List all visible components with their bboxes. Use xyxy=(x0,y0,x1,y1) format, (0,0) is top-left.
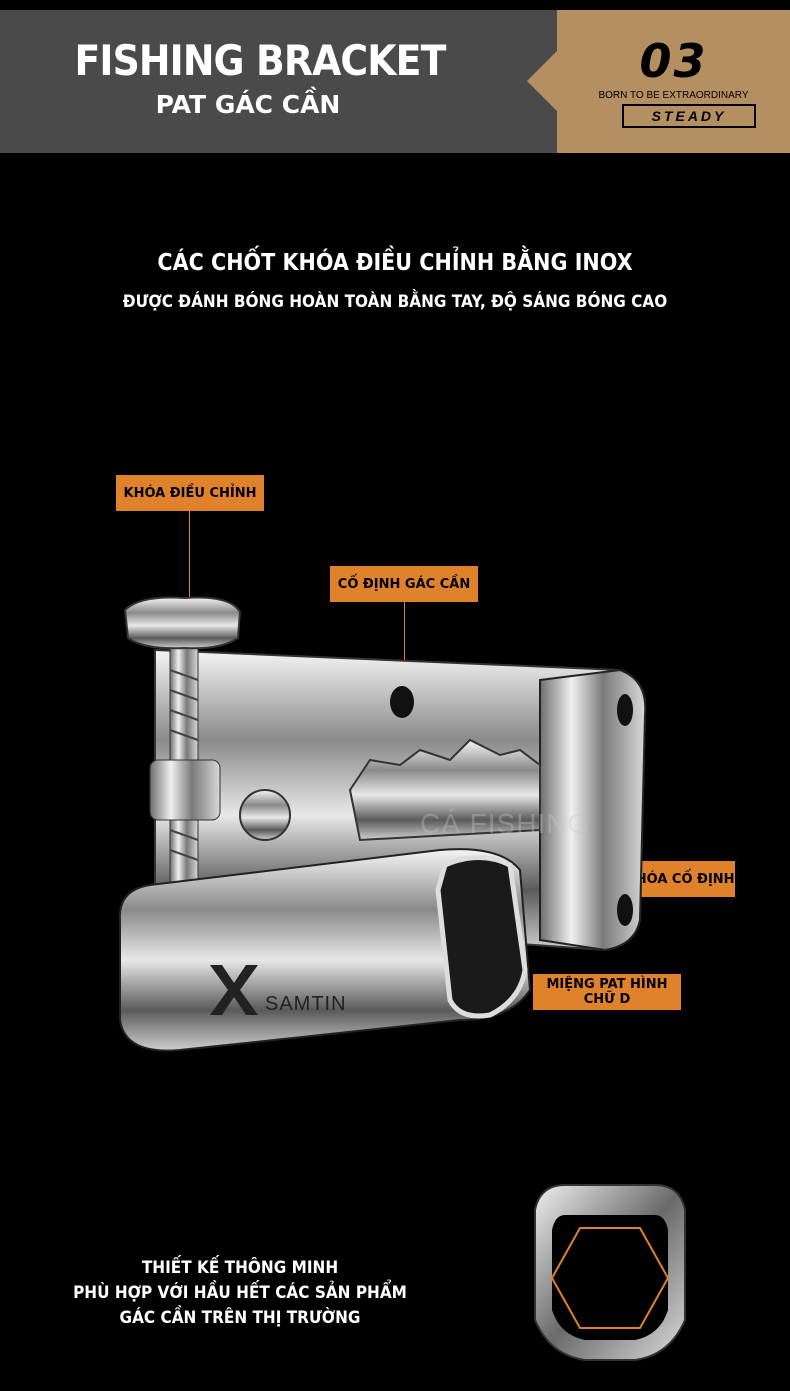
smart-design-text: THIẾT KẾ THÔNG MINH PHÙ HỢP VỚI HẦU HẾT … xyxy=(60,1256,420,1331)
leader-line-adjust-lock xyxy=(189,511,190,626)
feature-headline: CÁC CHỐT KHÓA ĐIỀU CHỈNH BẰNG INOX xyxy=(157,250,633,276)
brand-tagline: BORN TO BE EXTRAORDINARY xyxy=(598,90,749,101)
d-mouth xyxy=(435,855,528,1019)
mount-hole-top xyxy=(617,694,633,726)
header-banner: FISHING BRACKET PAT GÁC CẦN 03 BORN TO B… xyxy=(0,10,790,153)
clamp-block xyxy=(149,759,221,821)
side-flange xyxy=(539,668,647,952)
callout-d-mouth: MIỆNG PAT HÌNH CHỮ D xyxy=(533,974,681,1010)
page-title: FISHING BRACKET xyxy=(74,36,447,85)
callout-fix-holder: CỐ ĐỊNH GÁC CẦN xyxy=(330,566,478,602)
steady-badge: STEADY xyxy=(622,104,756,128)
hex-nut xyxy=(239,789,291,841)
page-subtitle: PAT GÁC CẦN xyxy=(155,90,341,119)
header-arrow xyxy=(527,51,557,111)
hexagon-outline xyxy=(550,1227,670,1329)
mount-hole-bottom xyxy=(617,894,633,926)
smart-line-2: PHÙ HỢP VỚI HẦU HẾT CÁC SẢN PHẨM xyxy=(73,1283,407,1303)
lock-pad xyxy=(348,738,541,842)
section-number: 03 xyxy=(639,34,708,88)
samtin-logo xyxy=(210,965,258,1015)
header-right-panel xyxy=(557,10,790,153)
watermark-text: CÁ FISHING xyxy=(420,808,591,839)
feature-subline: ĐƯỢC ĐÁNH BÓNG HOÀN TOÀN BẰNG TAY, ĐỘ SÁ… xyxy=(122,292,668,312)
d-shape-cross-section xyxy=(534,1184,686,1361)
header-left-panel xyxy=(0,10,557,153)
smart-line-3: GÁC CẦN TRÊN THỊ TRƯỜNG xyxy=(119,1308,361,1328)
smart-line-1: THIẾT KẾ THÔNG MINH xyxy=(141,1258,339,1278)
brand-name: SAMTIN xyxy=(265,993,347,1015)
callout-adjust-lock: KHÓA ĐIỀU CHỈNH xyxy=(116,475,264,511)
bracket-product-image: SAMTIN xyxy=(118,596,647,1052)
adjust-knob xyxy=(123,596,242,650)
center-hole xyxy=(390,686,414,718)
